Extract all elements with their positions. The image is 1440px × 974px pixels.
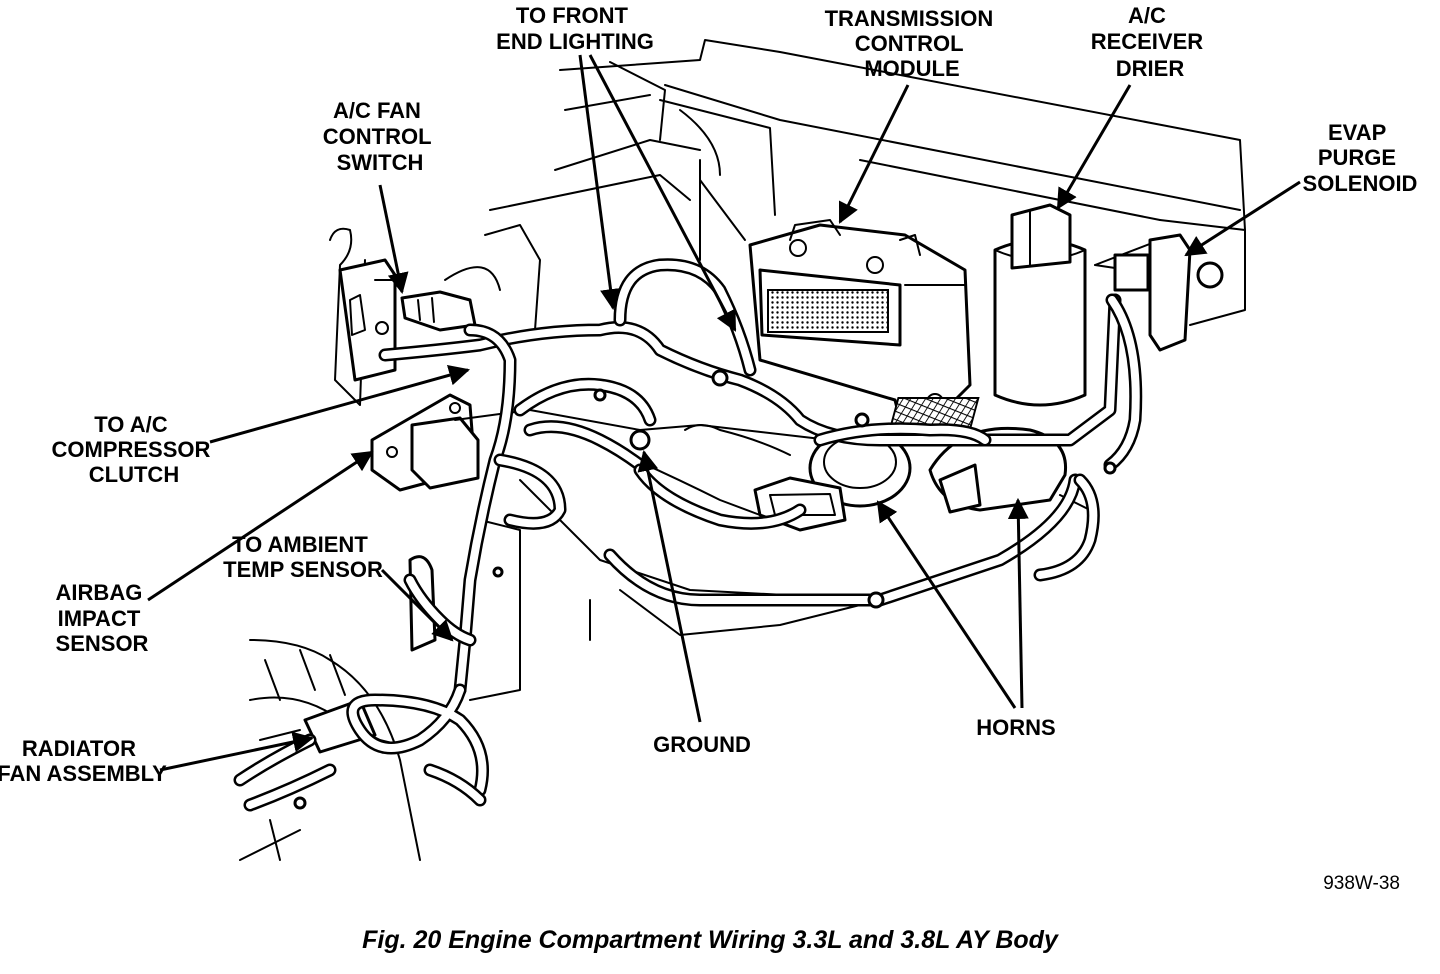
- wiring-harness: [233, 258, 1143, 812]
- transmission-control-module-drawing: [748, 219, 972, 422]
- label-ambient-temp-sensor: TO AMBIENT TEMP SENSOR: [223, 532, 383, 582]
- arrow-ambient-temp-sensor: [380, 568, 454, 642]
- arrow-ac-compressor-clutch: [209, 364, 471, 444]
- arrow-radiator-fan-assembly: [159, 731, 315, 772]
- fasteners: [293, 369, 1117, 810]
- ac-receiver-drier-drawing: [993, 203, 1087, 407]
- label-radiator-fan-assembly: RADIATOR FAN ASSEMBLY: [0, 736, 167, 786]
- label-airbag-impact-sensor: AIRBAG IMPACT SENSOR: [56, 580, 149, 656]
- arrow-horns-left: [876, 500, 1017, 709]
- label-ac-receiver-drier: A/C RECEIVER DRIER: [1091, 3, 1210, 81]
- arrow-front-end-lighting-left: [578, 54, 621, 311]
- arrow-evap-purge-solenoid: [1184, 180, 1301, 257]
- body-panels: [444, 39, 1246, 331]
- fan-switch-connector: [400, 290, 477, 332]
- figure-caption: Fig. 20 Engine Compartment Wiring 3.3L a…: [362, 926, 1059, 954]
- engine-compartment-drawing: [233, 39, 1246, 861]
- airbag-impact-sensor-drawing: [370, 393, 480, 492]
- label-evap-purge-solenoid: EVAP PURGE SOLENOID: [1303, 120, 1418, 196]
- arrow-ac-fan-control-switch: [378, 184, 409, 295]
- arrow-airbag-impact-sensor: [147, 450, 374, 602]
- arrow-ac-receiver-drier: [1056, 84, 1132, 210]
- label-front-end-lighting: TO FRONT END LIGHTING: [496, 3, 654, 54]
- label-ac-compressor-clutch: TO A/C COMPRESSOR CLUTCH: [51, 412, 216, 487]
- label-ac-fan-control-switch: A/C FAN CONTROL SWITCH: [323, 98, 438, 175]
- evap-purge-solenoid-drawing: [1094, 233, 1224, 352]
- left-bracket: [329, 227, 397, 406]
- arrow-transmission-control-module: [838, 84, 910, 224]
- label-ground: GROUND: [653, 732, 751, 757]
- leader-lines: [147, 54, 1301, 772]
- label-horns: HORNS: [976, 715, 1055, 740]
- arrow-front-end-lighting-right: [588, 54, 737, 332]
- figure-reference-code: 938W-38: [1323, 873, 1400, 894]
- arrow-ground: [637, 449, 702, 723]
- arrow-horns-right: [1007, 497, 1029, 709]
- label-transmission-control-module: TRANSMISSION CONTROL MODULE: [825, 6, 1000, 81]
- callout-labels: TO FRONT END LIGHTING TRANSMISSION CONTR…: [0, 3, 1417, 786]
